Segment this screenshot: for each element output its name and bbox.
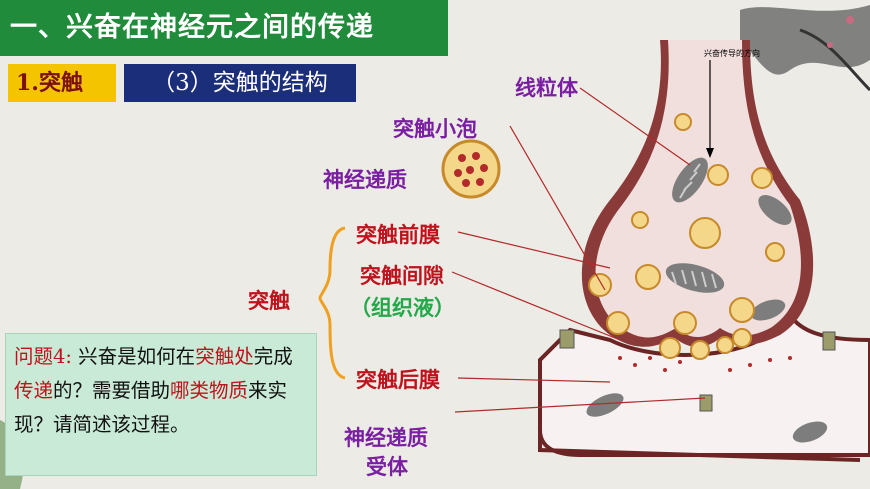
label-tissue-fluid: （组织液） <box>350 296 455 320</box>
question-box: 问题4: 兴奋是如何在突触处完成传递的？需要借助哪类物质来实现？请简述该过程。 <box>5 333 317 476</box>
vesicle-inset <box>441 139 501 199</box>
label-cleft: 突触间隙 <box>360 264 444 288</box>
label-receptor-line2: 受体 <box>366 455 408 479</box>
question-prefix: 问题4: <box>14 345 72 368</box>
label-vesicle: 突触小泡 <box>393 117 477 141</box>
section-number-tag: 1.突触 <box>8 64 116 102</box>
synapse-diagram <box>538 40 870 462</box>
page-title: 一、兴奋在神经元之间的传递 <box>0 0 448 56</box>
section-subtitle-tag: （3）突触的结构 <box>124 64 356 102</box>
ink-decoration <box>740 5 870 92</box>
mitochondrion-4 <box>750 299 786 321</box>
label-synapse: 突触 <box>248 289 290 313</box>
postsynaptic-cell <box>538 312 870 457</box>
label-neurotransmitter: 神经递质 <box>323 168 407 192</box>
direction-label: 兴奋传导的方向 <box>704 49 760 58</box>
label-pre-membrane: 突触前膜 <box>356 223 440 247</box>
mitochondrion-2 <box>758 195 792 225</box>
label-receptor-line1: 神经递质 <box>344 426 428 450</box>
label-mitochondria: 线粒体 <box>515 76 578 100</box>
mitochondrion-1 <box>672 157 708 203</box>
label-post-membrane: 突触后膜 <box>356 368 440 392</box>
mitochondrion-3 <box>665 263 725 293</box>
